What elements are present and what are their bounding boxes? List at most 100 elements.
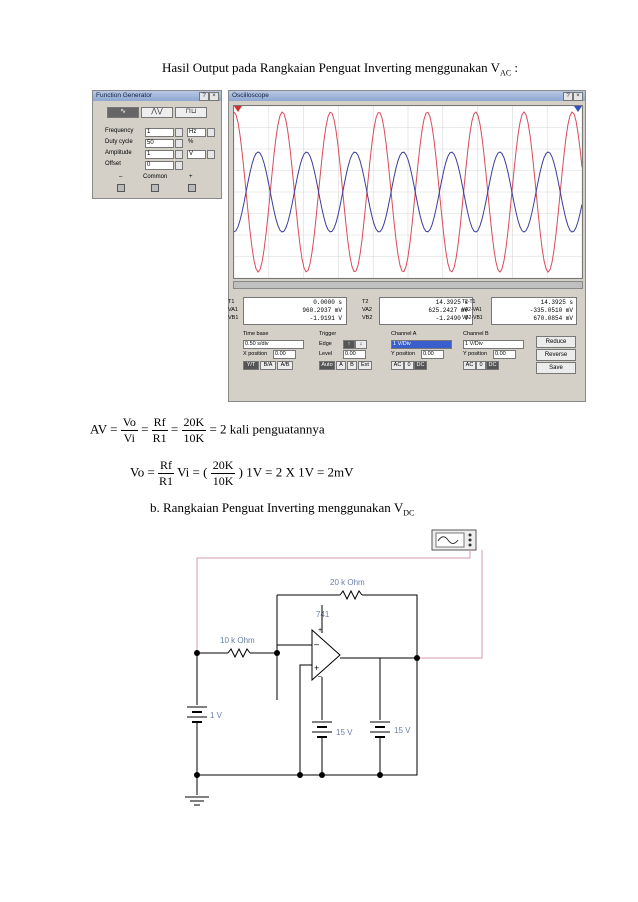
duty-cycle-input[interactable]: 50 (145, 139, 174, 148)
channel-b-ypos-label: Y position (463, 351, 488, 357)
channel-a-ypos-input[interactable]: 0.00 (421, 350, 444, 359)
pos-supply-label: 15 V (394, 726, 411, 735)
timebase-select[interactable]: 0.50 s/div (243, 340, 304, 349)
amplitude-unit-select[interactable]: V (187, 150, 206, 159)
ground-symbol (185, 796, 209, 806)
trigger-auto-button[interactable]: Auto (319, 361, 335, 370)
section-b-heading: b. Rangkaian Penguat Inverting menggunak… (150, 500, 415, 518)
level-label: Level (319, 351, 333, 357)
junction-dot (297, 772, 303, 778)
input-resistor (227, 647, 251, 659)
amplitude-unit-stepper[interactable] (207, 150, 215, 159)
channel-a-waveform (233, 111, 583, 273)
ba-button[interactable]: B/A (260, 361, 276, 370)
cursor-t1-marker[interactable] (234, 106, 242, 112)
channel-a-scale-select[interactable]: 1 V/Div (391, 340, 452, 349)
channel-a-ac-button[interactable]: AC (391, 361, 404, 370)
junction-dot (194, 650, 200, 656)
oscilloscope-icon[interactable] (431, 529, 477, 551)
duty-cycle-stepper[interactable] (175, 139, 183, 148)
close-icon[interactable]: × (573, 92, 583, 101)
trigger-level-input[interactable]: 0.00 (343, 350, 366, 359)
frequency-stepper[interactable] (175, 128, 183, 137)
svg-text:+: + (318, 627, 322, 634)
channel-b-waveform (233, 151, 583, 233)
duty-cycle-row: Duty cycle 50 % (105, 139, 215, 148)
trigger-a-button[interactable]: A (336, 361, 346, 370)
neg-supply-label: 15 V (336, 728, 353, 737)
minus-terminal[interactable] (117, 184, 125, 192)
junction-dot (414, 655, 420, 661)
channel-a-label: Channel A (391, 331, 417, 337)
rising-edge-button[interactable]: ↑ (343, 340, 355, 349)
yt-button[interactable]: Y/T (243, 361, 259, 370)
timebase-label: Time base (243, 331, 269, 337)
rf-label: 20 k Ohm (330, 578, 365, 587)
trigger-b-button[interactable]: B (347, 361, 357, 370)
dc-source-1v (187, 706, 207, 723)
help-icon[interactable]: ? (199, 92, 209, 101)
opamp-label: 741 (316, 610, 330, 619)
plus-terminal[interactable] (188, 184, 196, 192)
time-scrollbar[interactable] (233, 281, 583, 289)
channel-b-ypos-input[interactable]: 0.00 (493, 350, 516, 359)
amplitude-input[interactable]: 1 (145, 150, 174, 159)
r1-label: 10 k Ohm (220, 636, 255, 645)
cursor-t2-marker[interactable] (574, 106, 582, 112)
channel-a-dc-button[interactable]: DC (414, 361, 427, 370)
channel-b-zero-button[interactable]: 0 (476, 361, 486, 370)
triangle-wave-button[interactable]: ⋀⋁ (141, 107, 173, 118)
feedback-resistor (339, 589, 363, 601)
channel-b-ac-button[interactable]: AC (463, 361, 476, 370)
junction-dot (194, 772, 200, 778)
save-button[interactable]: Save (536, 362, 576, 374)
ab-button[interactable]: A/B (277, 361, 293, 370)
x-position-label: X position (243, 351, 268, 357)
help-icon[interactable]: ? (563, 92, 573, 101)
minus-terminal-label: – (119, 174, 123, 180)
junction-dot (377, 772, 383, 778)
window-title: Oscilloscope (232, 92, 269, 99)
junction-dot (319, 772, 325, 778)
offset-input[interactable]: 0 (145, 161, 174, 170)
negative-supply-15v (312, 721, 332, 738)
reduce-button[interactable]: Reduce (536, 336, 576, 348)
window-title: Function Generator (96, 92, 153, 99)
offset-stepper[interactable] (175, 161, 183, 170)
channel-b-dc-button[interactable]: DC (486, 361, 499, 370)
common-terminal[interactable] (151, 184, 159, 192)
channel-a-ypos-label: Y position (391, 351, 416, 357)
amplitude-row: Amplitude 1 V (105, 150, 215, 159)
reverse-button[interactable]: Reverse (536, 349, 576, 361)
channel-a-zero-button[interactable]: 0 (404, 361, 414, 370)
junction-dot (274, 650, 280, 656)
frequency-input[interactable]: 1 (145, 128, 174, 137)
trigger-ext-button[interactable]: Ext (358, 361, 372, 370)
frequency-unit-stepper[interactable] (207, 128, 215, 137)
channel-b-label: Channel B (463, 331, 489, 337)
function-generator-titlebar[interactable]: Function Generator ? × (93, 91, 221, 101)
source-label: 1 V (210, 711, 223, 720)
square-wave-button[interactable]: ⊓⊔ (175, 107, 207, 118)
frequency-unit-select[interactable]: Hz (187, 128, 206, 137)
amplitude-stepper[interactable] (175, 150, 183, 159)
channel-b-scale-select[interactable]: 1 V/Div (463, 340, 524, 349)
oscilloscope-screen[interactable] (233, 105, 583, 279)
duty-cycle-unit: % (188, 139, 194, 145)
probe-wire-b (417, 550, 483, 659)
sine-wave-button[interactable]: ∿ (107, 107, 139, 118)
oscilloscope-titlebar[interactable]: Oscilloscope ? × (229, 91, 585, 101)
falling-edge-button[interactable]: ↓ (355, 340, 367, 349)
close-icon[interactable]: × (209, 92, 219, 101)
opamp-741: – + + – (311, 627, 341, 682)
section-heading: Hasil Output pada Rangkaian Penguat Inve… (162, 60, 519, 78)
svg-text:–: – (318, 673, 322, 680)
x-position-input[interactable]: 0.00 (273, 350, 296, 359)
